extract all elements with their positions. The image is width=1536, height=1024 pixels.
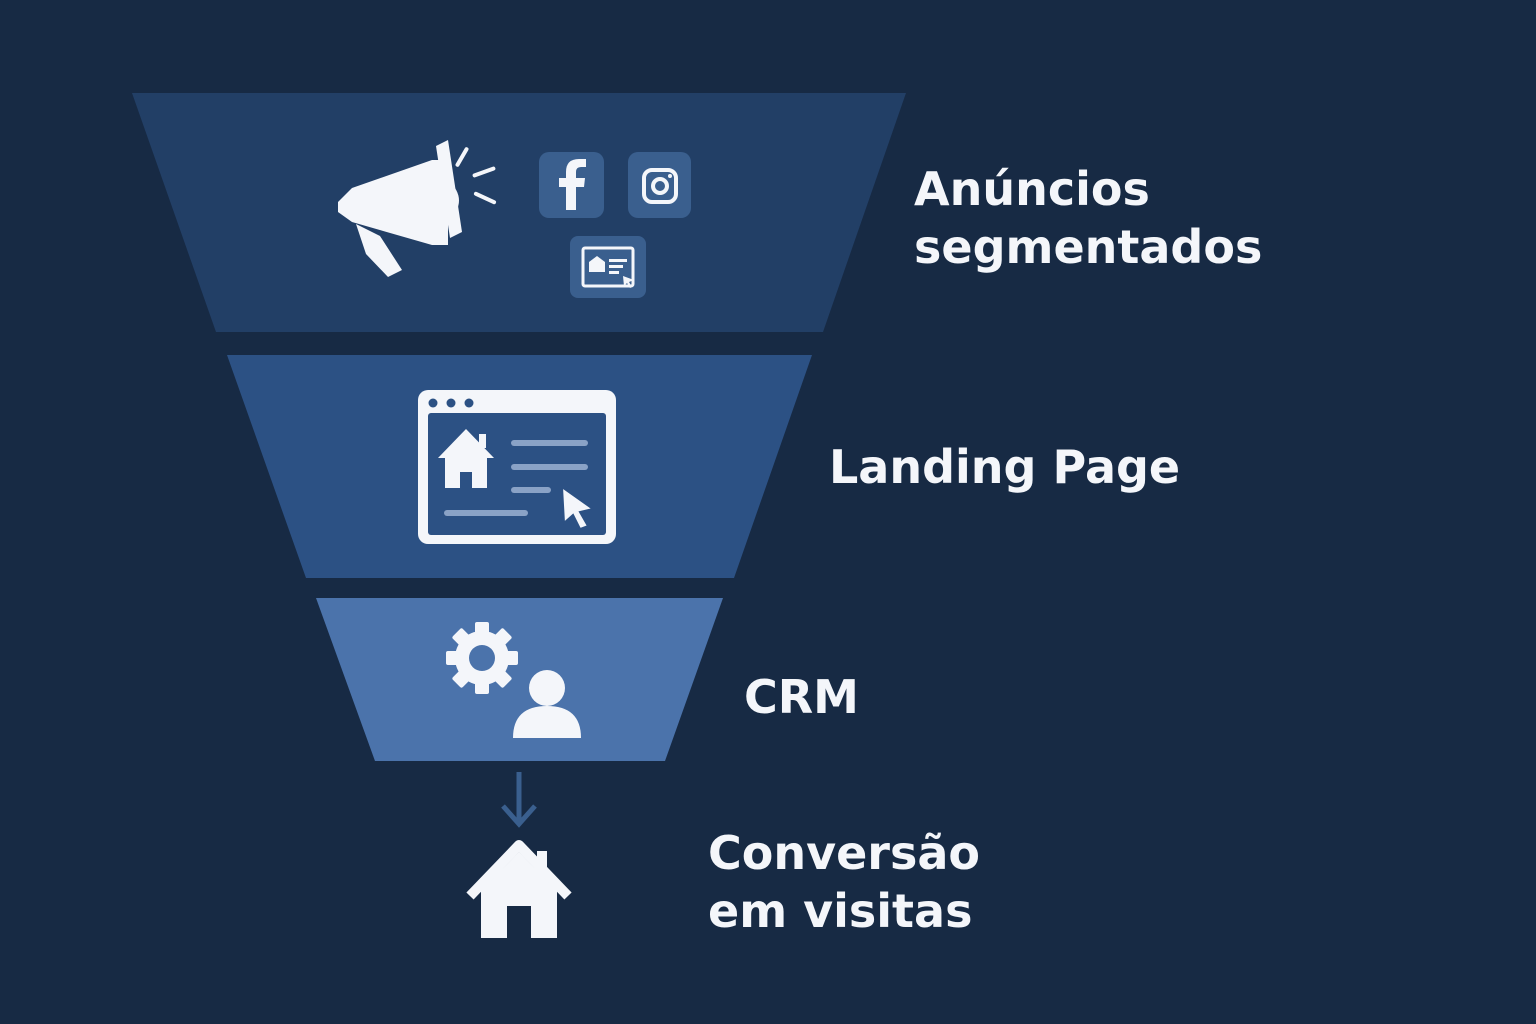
- house-icon: [466, 840, 572, 938]
- stage-label-conversion: Conversão em visitas: [708, 824, 980, 940]
- user-icon: [513, 670, 581, 738]
- stage-label-line: Landing Page: [829, 440, 1181, 494]
- stage-label-line: Conversão: [708, 826, 981, 880]
- facebook-icon: [539, 152, 604, 218]
- stage-label-line: CRM: [744, 670, 859, 724]
- megaphone-icon: [338, 140, 497, 277]
- stage-label-landing-page: Landing Page: [829, 438, 1180, 496]
- stage-label-line: segmentados: [914, 220, 1263, 274]
- funnel-stage-crm: [316, 598, 723, 761]
- funnel-stage-ads: [132, 93, 906, 332]
- cursor-icon: [560, 484, 596, 531]
- instagram-icon: [628, 152, 691, 218]
- stage-label-ads: Anúncios segmentados: [914, 160, 1262, 276]
- stage-label-line: em visitas: [708, 884, 973, 938]
- ad-listing-icon: [570, 236, 646, 298]
- stage-label-line: Anúncios: [914, 162, 1150, 216]
- stage-label-crm: CRM: [744, 668, 859, 726]
- gear-icon: [446, 622, 518, 694]
- down-arrow-icon: [501, 772, 537, 828]
- house-icon: [438, 429, 494, 488]
